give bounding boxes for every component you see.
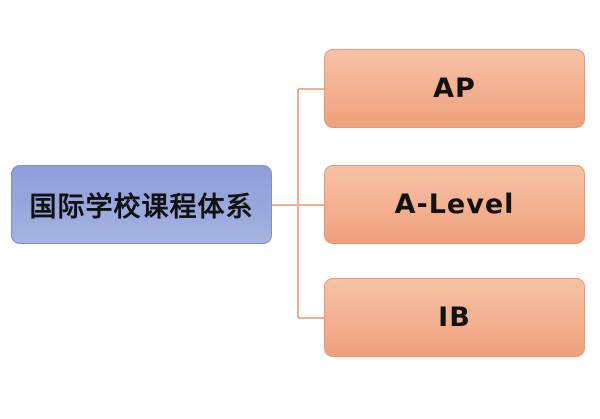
child-node-label-ap: AP — [433, 73, 476, 104]
child-node-label-ib: IB — [438, 302, 471, 333]
root-node-international-school-curriculum: 国际学校课程体系 — [11, 165, 272, 244]
child-node-label-a-level: A-Level — [394, 189, 515, 220]
child-node-ib: IB — [324, 278, 585, 357]
root-node-label: 国际学校课程体系 — [29, 192, 254, 223]
child-node-a-level: A-Level — [324, 165, 585, 244]
child-node-ap: AP — [324, 49, 585, 128]
